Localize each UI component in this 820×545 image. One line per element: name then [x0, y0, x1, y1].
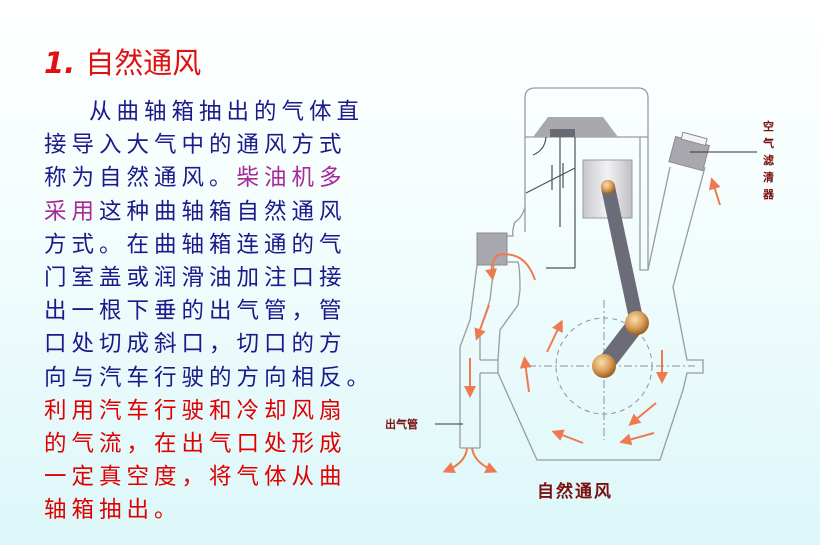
airflow-arrows	[442, 177, 721, 474]
highlighted-text: 柴油机多	[236, 165, 347, 192]
crank-pin	[625, 311, 649, 335]
body-line: 门室盖或润滑油加注口接	[44, 262, 374, 295]
crankshaft-journal	[592, 354, 616, 378]
body-text: 出一根下垂的出气管，管	[44, 298, 347, 325]
body-line: 接导入大气中的通风方式	[44, 129, 374, 162]
body-text: 向与汽车行驶的方向相反。	[44, 364, 375, 391]
diagram-caption: 自然通风	[537, 481, 613, 502]
title-text: 自然通风	[85, 46, 202, 80]
body-line: 轴箱抽出。	[44, 494, 374, 527]
slide-title: 1. 自然通风	[44, 40, 201, 82]
valve-stem-top	[550, 129, 575, 137]
body-text: 口处切成斜口，切口的方	[44, 331, 347, 358]
body-text: 接导入大气中的通风方式	[44, 132, 347, 159]
body-text: 称为自然通风。	[44, 165, 237, 192]
body-line: 的气流，在出气口处形成	[44, 428, 374, 461]
connecting-rod	[601, 180, 644, 330]
body-line: 出一根下垂的出气管，管	[44, 295, 374, 328]
highlighted-text: 一定真空度，将气体从曲	[44, 464, 347, 491]
body-line: 采用这种曲轴箱自然通风	[44, 196, 374, 229]
air-filter	[668, 131, 711, 172]
body-line: 称为自然通风。柴油机多	[44, 162, 374, 195]
valve-mechanism	[525, 136, 576, 269]
body-text: 这种曲轴箱自然通风	[99, 198, 347, 225]
highlighted-text: 的气流，在出气口处形成	[44, 430, 347, 457]
oil-filler-cap	[476, 232, 508, 266]
body-line: 一定真空度，将气体从曲	[44, 461, 374, 494]
highlighted-text: 利用汽车行驶和冷却风扇	[44, 397, 347, 424]
air-filter-label: 空气滤清器	[763, 120, 774, 201]
body-line: 向与汽车行驶的方向相反。	[44, 362, 374, 395]
engine-outline	[459, 87, 706, 461]
valve-head	[533, 117, 618, 137]
outlet-pipe-label: 出气管	[385, 417, 418, 431]
body-line: 方式。在曲轴箱连通的气	[44, 229, 374, 262]
body-text: 门室盖或润滑油加注口接	[44, 264, 347, 291]
body-line: 从曲轴箱抽出的气体直	[44, 96, 374, 129]
piston-pin	[601, 180, 615, 194]
highlighted-text: 采用	[44, 198, 100, 225]
title-number: 1.	[44, 46, 76, 80]
body-text: 从曲轴箱抽出的气体直	[89, 99, 365, 125]
body-paragraph: 从曲轴箱抽出的气体直接导入大气中的通风方式称为自然通风。柴油机多采用这种曲轴箱自…	[44, 96, 374, 527]
body-line: 口处切成斜口，切口的方	[44, 328, 374, 361]
body-line: 利用汽车行驶和冷却风扇	[44, 395, 374, 428]
highlighted-text: 轴箱抽出。	[44, 497, 182, 524]
body-text: 方式。在曲轴箱连通的气	[44, 231, 347, 258]
